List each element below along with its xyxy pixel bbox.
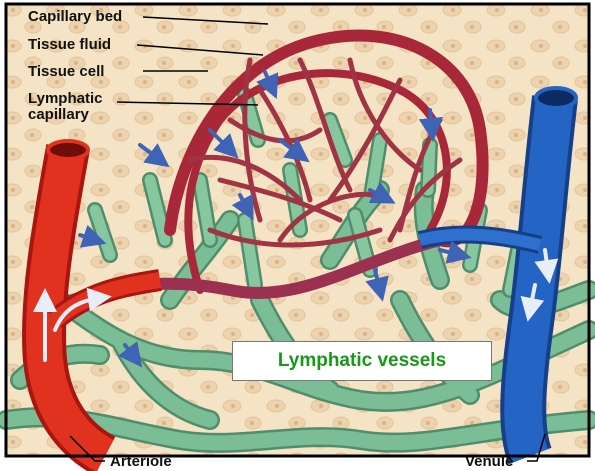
lymphatic-capillary-label-line2: capillary <box>28 107 89 122</box>
venule-label: Venule <box>465 454 513 469</box>
capillary-bed-label: Capillary bed <box>28 9 122 24</box>
tissue-cell-label: Tissue cell <box>28 64 104 79</box>
arteriole-label: Arteriole <box>110 454 172 469</box>
lymphatic-vessels-label-box: Lymphatic vessels <box>232 341 492 381</box>
lymphatic-vessels-label: Lymphatic vessels <box>278 350 446 372</box>
tissue-fluid-label: Tissue fluid <box>28 37 111 52</box>
lymphatic-capillary-label-line1: Lymphatic <box>28 91 102 106</box>
